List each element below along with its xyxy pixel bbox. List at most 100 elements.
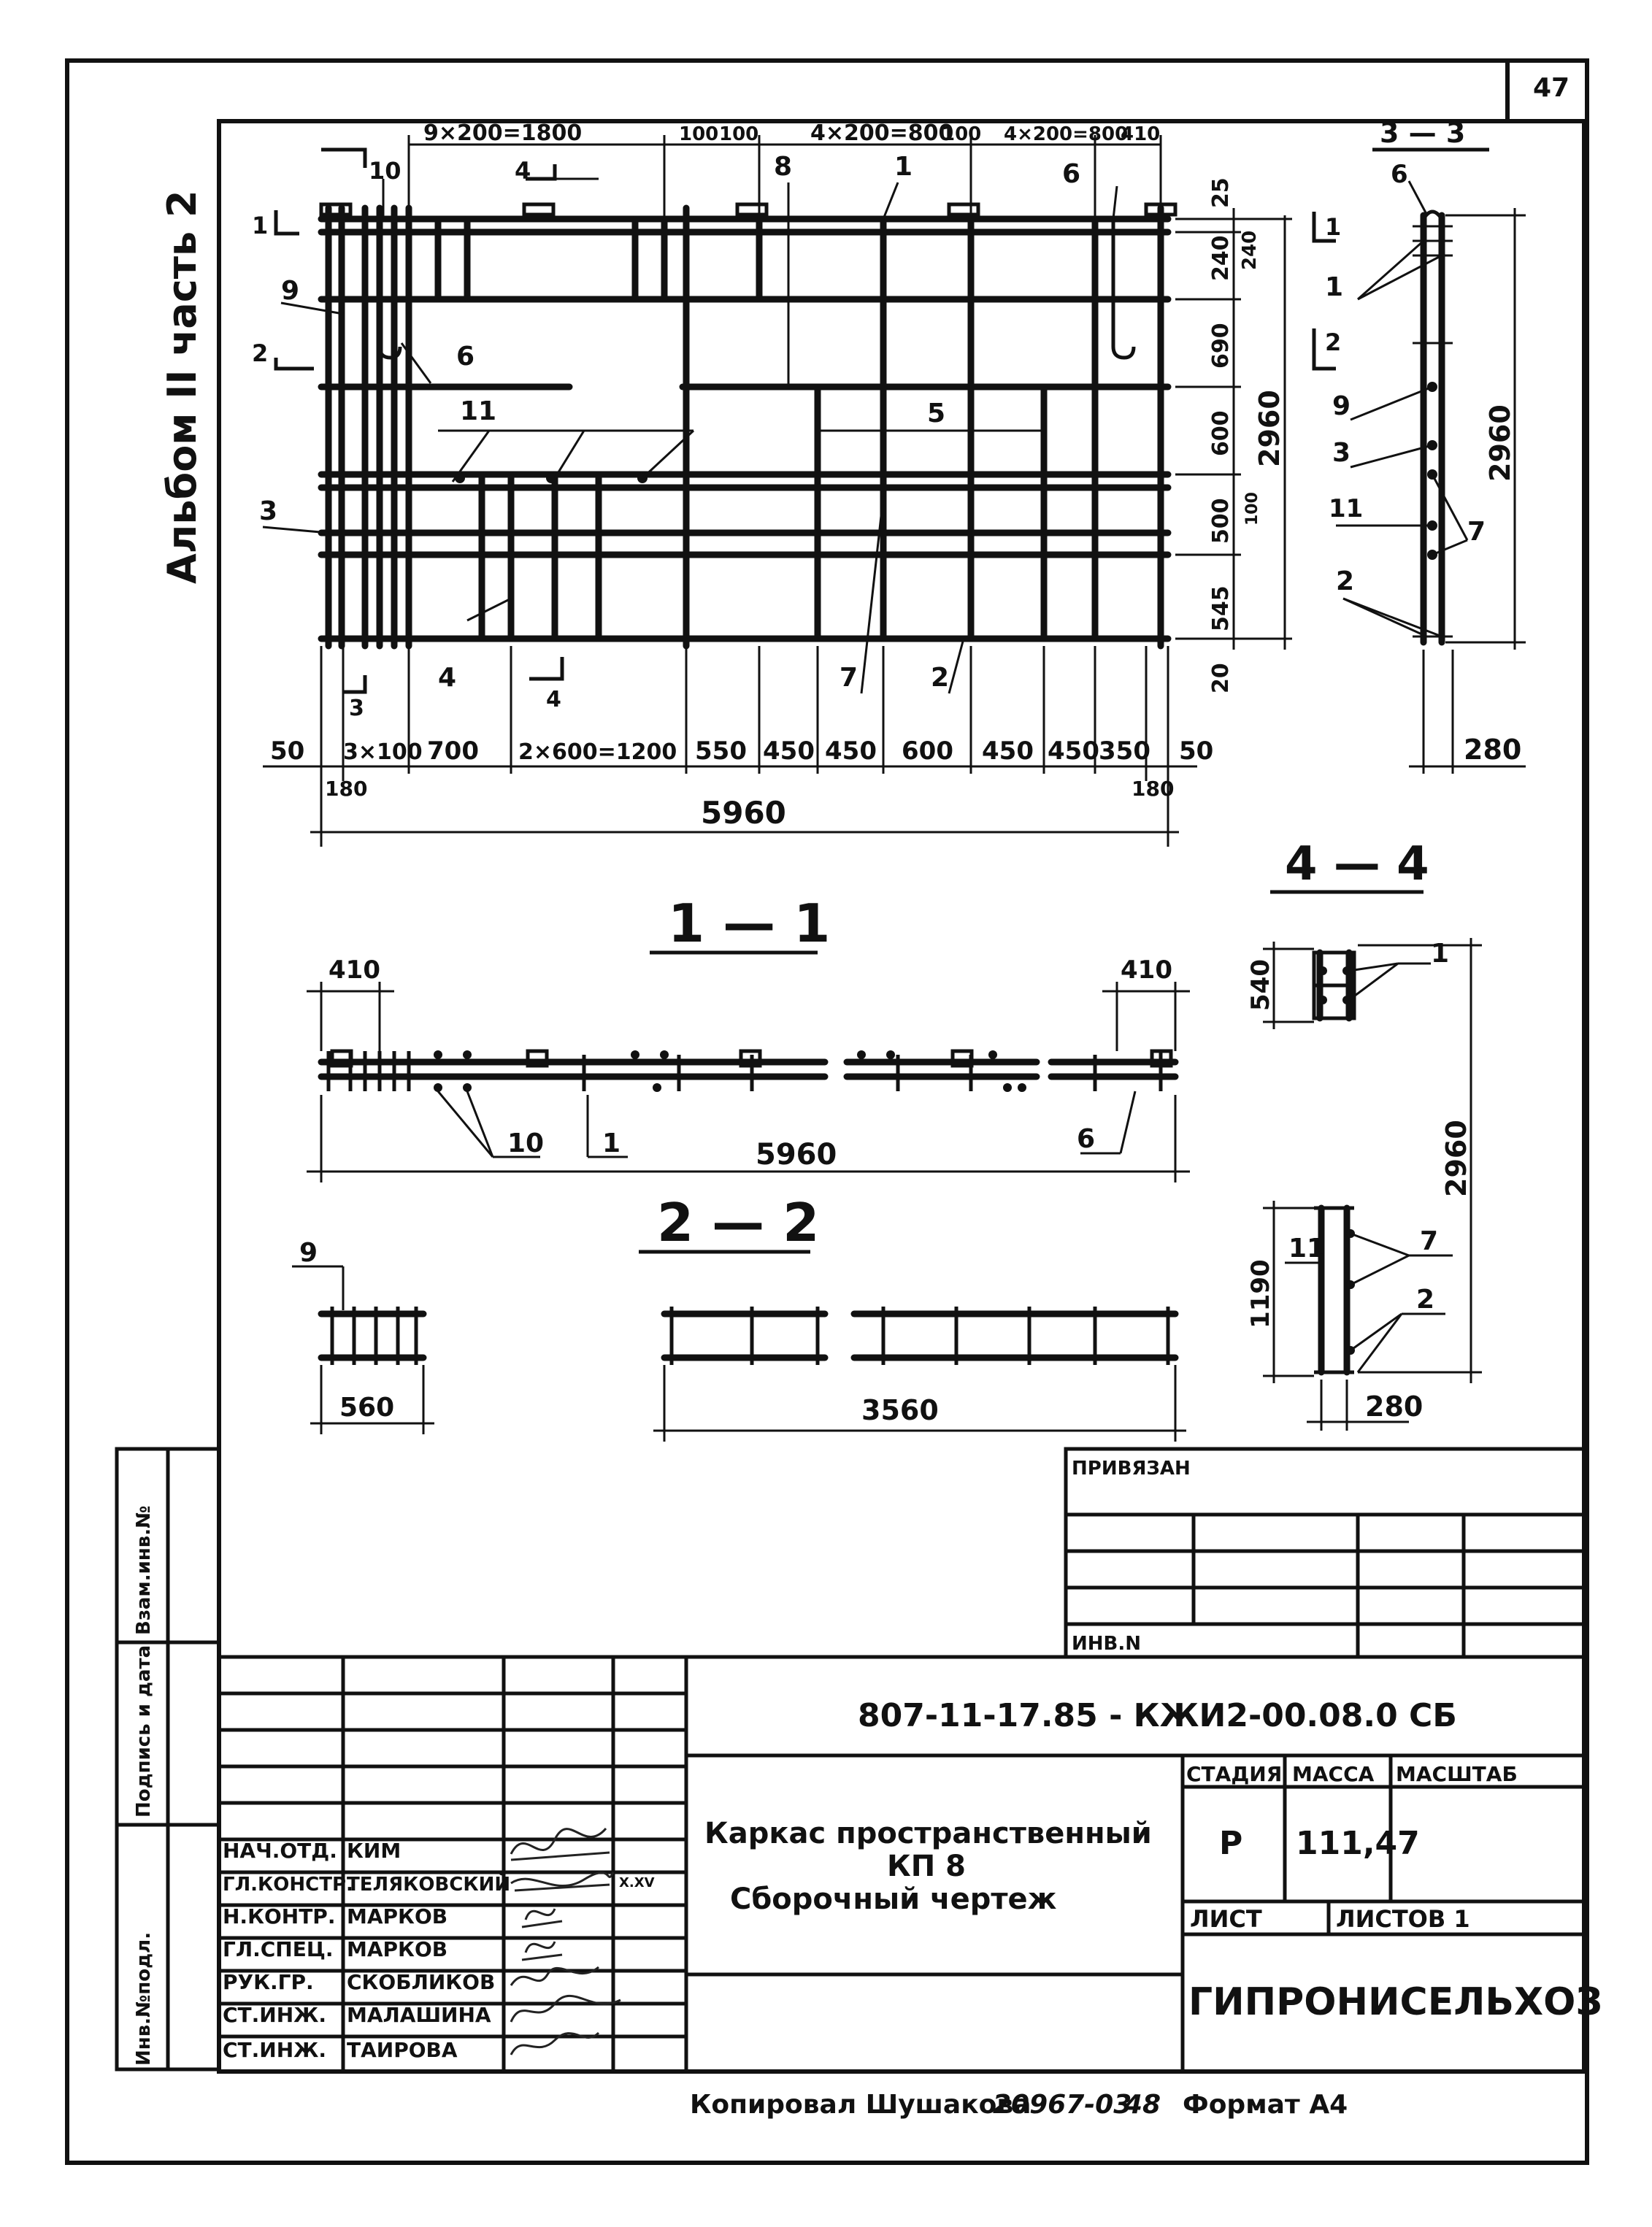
- callout-6-left: 6: [456, 342, 475, 372]
- sheet-label: ЛИСТ: [1190, 1905, 1262, 1933]
- callout-5: 5: [927, 399, 945, 428]
- section-4-4-callout-11: 11: [1288, 1234, 1325, 1263]
- binding-inv-label: ИНВ.N: [1072, 1633, 1141, 1655]
- section-1-1-title: 1 — 1: [668, 893, 830, 954]
- callout-9: 9: [281, 276, 299, 306]
- section-2-2-title: 2 — 2: [657, 1192, 819, 1253]
- mass-label: МАССА: [1292, 1762, 1375, 1786]
- section-4-4-top-dim: 540: [1246, 959, 1275, 1011]
- name-7: ТАИРОВА: [347, 2038, 458, 2062]
- section-3-3-callout-11: 11: [1329, 494, 1363, 523]
- section-2-2-callout-9: 9: [299, 1238, 318, 1268]
- callout-7: 7: [840, 663, 858, 693]
- section-4-4-callout-7: 7: [1420, 1226, 1438, 1256]
- cut-mark-3: 3: [349, 696, 364, 721]
- section-4-4-height: 2960: [1440, 1120, 1472, 1197]
- footer-copied-by: Копировал Шушакова: [690, 2090, 1031, 2120]
- footer-format: Формат А4: [1183, 2090, 1348, 2120]
- name-3: МАРКОВ: [347, 1904, 447, 1928]
- section-3-3-width: 280: [1464, 734, 1521, 766]
- role-1: НАЧ.ОТД.: [223, 1839, 337, 1863]
- section-2-2: 2 — 2: [292, 1192, 1186, 1442]
- bottom-dim-11: 350: [1099, 736, 1150, 766]
- cut-mark-2-right: 2: [1325, 328, 1341, 356]
- callout-8: 8: [774, 152, 792, 182]
- album-label: Альбом II часть 2: [159, 190, 205, 584]
- bottom-dim-6: 450: [763, 736, 815, 766]
- section-1-1-left-dim: 410: [329, 955, 380, 985]
- sheets-label: ЛИСТОВ 1: [1336, 1905, 1470, 1933]
- drawing-name-line-1: Каркас пространственный: [704, 1817, 1152, 1850]
- top-dim-6: 4×200=800: [1004, 123, 1128, 145]
- footer-order-number: 20967-03: [993, 2090, 1132, 2120]
- section-4-4-title: 4 — 4: [1285, 837, 1429, 891]
- date-note: Х.ХV: [619, 1875, 655, 1891]
- title-block: 807-11-17.85 - КЖИ2-00.08.0 СБ Каркас пр…: [217, 1655, 1602, 2074]
- section-1-1: 1 — 1: [307, 893, 1190, 1182]
- role-2: ГЛ.КОНСТР.: [223, 1874, 353, 1896]
- name-5: СКОБЛИКОВ: [347, 1970, 495, 1994]
- top-dim-2: 100: [679, 123, 718, 145]
- section-4-4-width: 280: [1365, 1391, 1423, 1423]
- right-dim-1: 25: [1208, 177, 1234, 208]
- scale-label: МАСШТАБ: [1396, 1762, 1518, 1786]
- section-1-1-right-dim: 410: [1121, 955, 1172, 985]
- stamp-vzam-inv: Взам.инв.№: [133, 1506, 155, 1635]
- bottom-dim-8: 600: [902, 736, 953, 766]
- bottom-dim-7: 450: [825, 736, 877, 766]
- section-1-1-callout-10: 10: [507, 1128, 544, 1158]
- bottom-dim-4: 2×600=1200: [518, 739, 677, 765]
- role-3: Н.КОНТР.: [223, 1904, 335, 1928]
- section-3-3-callout-7: 7: [1467, 517, 1486, 547]
- drawing-name-line-2: КП 8: [887, 1850, 966, 1883]
- side-stamp: Инв.№подл. Подпись и дата Взам.инв.№: [115, 1447, 221, 2072]
- callout-6-top: 6: [1062, 159, 1080, 189]
- footer-number: 48: [1123, 2090, 1161, 2120]
- section-3-3-callout-3: 3: [1332, 438, 1351, 468]
- role-7: СТ.ИНЖ.: [223, 2038, 326, 2062]
- document-code: 807-11-17.85 - КЖИ2-00.08.0 СБ: [858, 1697, 1457, 1734]
- name-4: МАРКОВ: [347, 1937, 447, 1961]
- section-3-3: 3 — 3: [1325, 117, 1526, 774]
- right-dim-8: 545: [1208, 585, 1234, 631]
- section-3-3-callout-2: 2: [1336, 566, 1354, 596]
- callout-2: 2: [931, 663, 949, 693]
- edge-dim-right: 180: [1132, 777, 1174, 801]
- top-dim-1: 9×200=1800: [423, 120, 582, 146]
- section-3-3-height: 2960: [1484, 404, 1516, 482]
- organization-name: ГИПРОНИСЕЛЬХОЗ: [1188, 1980, 1602, 2024]
- overall-length: 5960: [701, 795, 786, 831]
- stamp-inv-podl: Инв.№подл.: [133, 1932, 155, 2066]
- bottom-dim-1: 50: [270, 736, 304, 766]
- section-3-3-callout-1: 1: [1325, 272, 1343, 302]
- right-dim-3: 240: [1239, 231, 1261, 270]
- callout-11: 11: [460, 396, 496, 426]
- bottom-dim-5: 550: [695, 736, 747, 766]
- top-dim-3: 100: [719, 123, 758, 145]
- callout-1: 1: [894, 152, 913, 182]
- section-2-2-left-width: 560: [339, 1393, 394, 1423]
- bottom-dim-10: 450: [1048, 736, 1099, 766]
- callout-4-bottom: 4: [438, 663, 456, 693]
- cut-mark-4: 4: [546, 687, 561, 712]
- edge-dim-left: 180: [325, 777, 367, 801]
- overall-height: 2960: [1253, 390, 1286, 467]
- top-dim-4: 4×200=800: [810, 120, 953, 146]
- section-1-1-callout-6: 6: [1077, 1124, 1095, 1154]
- binding-box: ПРИВЯЗАН ИНВ.N: [1064, 1447, 1586, 1659]
- cut-mark-1-left: 1: [252, 212, 268, 239]
- cut-mark-1-right: 1: [1325, 213, 1341, 241]
- section-2-2-length: 3560: [861, 1394, 939, 1426]
- drawing-name-line-3: Сборочный чертеж: [730, 1882, 1057, 1916]
- right-dim-7: 100: [1243, 492, 1261, 526]
- section-3-3-callout-9: 9: [1332, 391, 1351, 421]
- section-1-1-length: 5960: [756, 1138, 837, 1172]
- name-2: ТЕЛЯКОВСКИЙ: [347, 1872, 510, 1896]
- cut-mark-2-left: 2: [252, 339, 268, 367]
- right-dim-6: 500: [1208, 498, 1234, 544]
- top-dim-5: 100: [942, 123, 981, 145]
- section-4-4-callout-2: 2: [1416, 1285, 1434, 1315]
- right-dim-4: 690: [1208, 323, 1234, 369]
- mass-value: 111,47: [1296, 1825, 1420, 1862]
